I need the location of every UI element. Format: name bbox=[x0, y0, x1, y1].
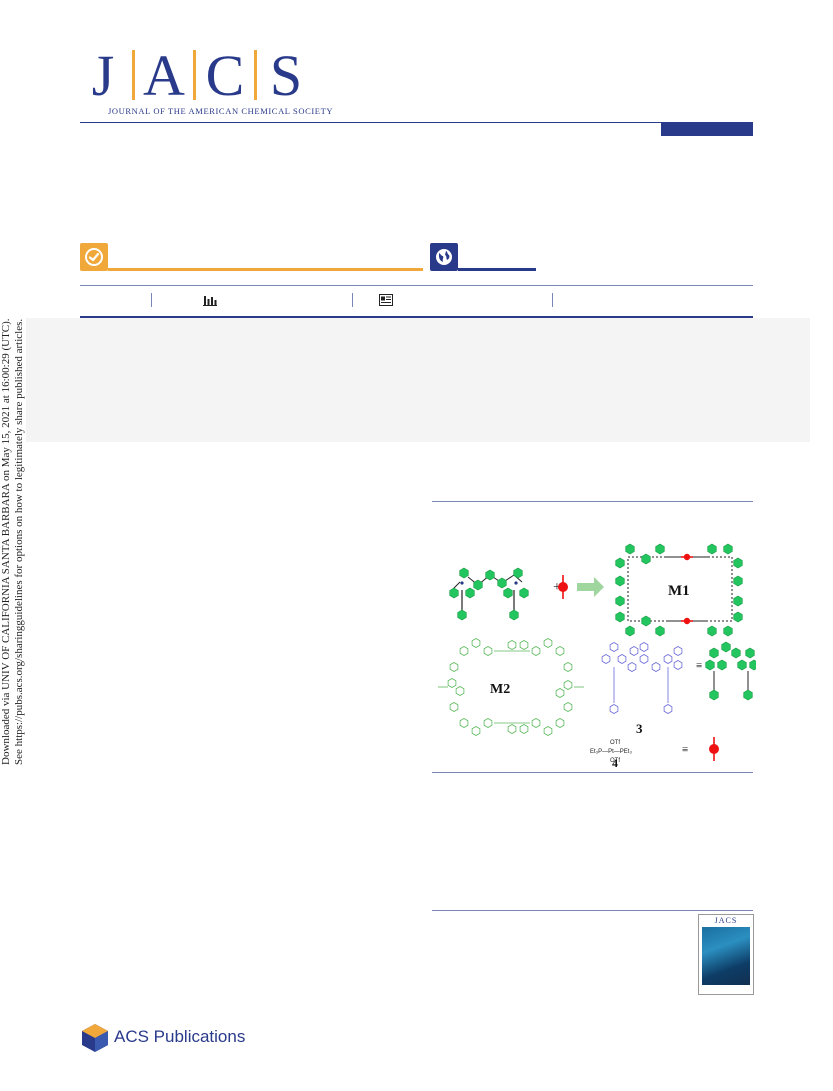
publisher-name: ACS Publications bbox=[114, 1027, 246, 1046]
journal-subtitle: JOURNAL OF THE AMERICAN CHEMICAL SOCIETY bbox=[108, 106, 334, 116]
arrow-icon bbox=[577, 577, 604, 597]
logo-divider bbox=[132, 50, 135, 100]
equivalent-sign: ≡ bbox=[682, 744, 688, 756]
badge-underline bbox=[458, 268, 536, 271]
article-type-tab bbox=[661, 122, 753, 136]
article-icon[interactable] bbox=[379, 294, 393, 306]
toc-graphic: + M1 M2 bbox=[438, 543, 756, 770]
otf-top: OTf bbox=[610, 740, 620, 746]
figure-rule-top bbox=[432, 501, 753, 502]
label-compound-3: 3 bbox=[636, 721, 643, 736]
logo-divider bbox=[254, 50, 257, 100]
label-compound-4: 4 bbox=[612, 756, 618, 770]
figure-rule-bottom bbox=[432, 772, 753, 773]
cover-title: JACS bbox=[714, 916, 738, 925]
cover-rule bbox=[432, 910, 753, 911]
cite-badge[interactable] bbox=[430, 243, 458, 271]
label-m1: M1 bbox=[668, 583, 690, 599]
plus-sign: + bbox=[553, 580, 561, 595]
logo-letter: S bbox=[269, 43, 303, 108]
journal-cover-thumbnail[interactable]: JACS bbox=[698, 914, 754, 995]
cover-image bbox=[702, 927, 750, 985]
ligand-3-equivalent bbox=[705, 641, 756, 701]
header-rule bbox=[80, 122, 753, 123]
label-m2: M2 bbox=[490, 682, 510, 697]
pt-complex-formula: Et₃P—Pt—PEt₃ bbox=[590, 749, 632, 755]
download-notice: Downloaded via UNIV OF CALIFORNIA SANTA … bbox=[0, 305, 40, 765]
pt-node bbox=[558, 582, 568, 592]
logo-letter: C bbox=[205, 43, 245, 108]
abstract-panel bbox=[26, 318, 810, 442]
check-circle-icon bbox=[85, 248, 103, 266]
logo-divider bbox=[193, 50, 196, 100]
logo-letter: J bbox=[91, 43, 115, 108]
acs-publications-logo[interactable]: ACS Publications bbox=[80, 1022, 250, 1054]
macrocycle-m1: M1 bbox=[615, 543, 743, 637]
badge-underline bbox=[108, 268, 423, 271]
metrics-separator bbox=[352, 293, 353, 307]
download-notice-line2: See https://pubs.acs.org/sharingguidelin… bbox=[13, 318, 25, 765]
logo-letter: A bbox=[143, 43, 185, 108]
metrics-rule-bottom bbox=[80, 316, 753, 318]
globe-icon bbox=[436, 249, 452, 265]
jacs-logo[interactable]: J A C S JOURNAL OF THE AMERICAN CHEMICAL… bbox=[80, 43, 333, 117]
macrocycle-m2: M2 bbox=[438, 638, 584, 736]
otf-bottom: OTf bbox=[610, 758, 620, 764]
bar-chart-icon[interactable] bbox=[203, 294, 217, 306]
equivalent-sign: ≡ bbox=[696, 660, 702, 672]
metrics-separator bbox=[151, 293, 152, 307]
download-notice-line1: Downloaded via UNIV OF CALIFORNIA SANTA … bbox=[0, 318, 12, 765]
compound-3-structure: 3 bbox=[601, 642, 683, 736]
open-access-badge[interactable] bbox=[80, 243, 108, 271]
logo-letters: J A C S bbox=[80, 43, 309, 108]
metrics-rule-top bbox=[80, 285, 753, 286]
acs-hexagon-icon bbox=[82, 1024, 108, 1052]
ligand-3-schematic bbox=[449, 567, 529, 621]
metrics-separator bbox=[552, 293, 553, 307]
pt-node bbox=[709, 744, 719, 754]
